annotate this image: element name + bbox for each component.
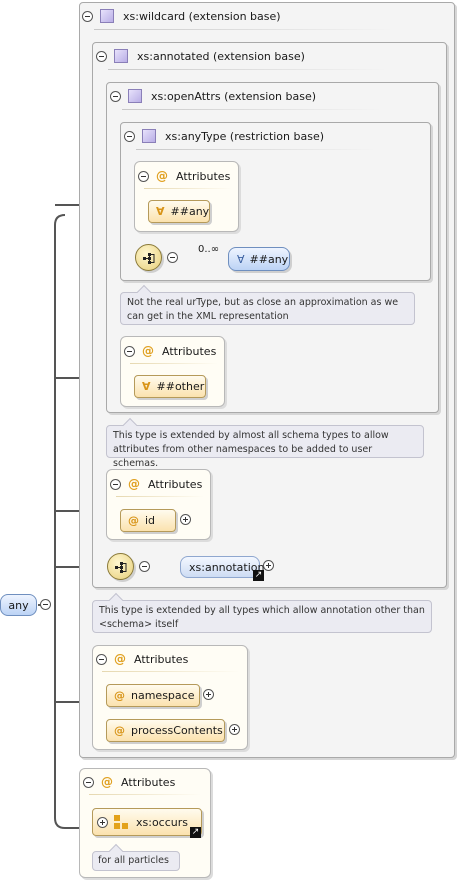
id-attribute-expand-button[interactable]	[180, 514, 191, 525]
openattrs-title-underline	[122, 109, 382, 110]
any-attributes-label: Attributes	[121, 775, 176, 789]
annotation-element[interactable]: xs:annotation	[180, 556, 265, 578]
sequence-collapse-button[interactable]	[167, 252, 178, 263]
wildcard-attributes-header: @ Attributes	[96, 651, 188, 667]
any-attributes-collapse-button[interactable]	[83, 776, 94, 788]
attribute-at-icon: @	[142, 344, 154, 358]
openattrs-attributes-header: @ Attributes	[124, 343, 216, 359]
processcontents-attribute[interactable]: @ processContents	[106, 719, 225, 742]
processcontents-expand-button[interactable]	[229, 724, 240, 735]
namespace-attribute[interactable]: @ namespace	[106, 684, 200, 707]
wildcard-title-underline	[94, 29, 394, 30]
anytype-attributes-underline	[144, 188, 232, 189]
any-attributes-note: for all particles	[92, 851, 180, 871]
annotated-attributes-underline	[116, 496, 204, 497]
reference-link-icon[interactable]: ↗	[190, 827, 201, 838]
root-element-any[interactable]: any	[0, 594, 37, 616]
openattrs-title-row: xs:openAttrs (extension base)	[110, 88, 316, 104]
annotated-title-underline	[108, 69, 388, 70]
openattrs-collapse-button[interactable]	[110, 90, 121, 102]
occurs-group-label: xs:occurs	[136, 815, 188, 829]
attribute-at-icon: @	[114, 724, 125, 737]
any-attribute-icon: ∀	[142, 380, 151, 393]
id-attribute[interactable]: @ id	[120, 509, 176, 532]
any-attribute-label: ##any	[170, 205, 210, 218]
complex-type-icon	[128, 89, 142, 103]
occurs-attribute-group[interactable]: xs:occurs	[92, 808, 202, 836]
vertical-trunk	[54, 214, 66, 829]
attribute-at-icon: @	[101, 775, 113, 789]
openattrs-note-text: This type is extended by almost all sche…	[113, 430, 389, 469]
wildcard-title: xs:wildcard (extension base)	[123, 9, 281, 23]
annotation-element-label: xs:annotation	[189, 560, 265, 574]
attribute-at-icon: @	[114, 652, 126, 666]
any-attributes-note-text: for all particles	[98, 855, 169, 866]
any-element-wildcard[interactable]: ∀ ##any	[228, 247, 290, 271]
annotated-attributes-header: @ Attributes	[110, 476, 202, 492]
openattrs-attributes-underline	[130, 363, 218, 364]
annotated-attributes-collapse-button[interactable]	[110, 478, 121, 490]
attribute-group-icon	[114, 815, 128, 829]
namespace-expand-button[interactable]	[203, 689, 214, 700]
annotated-title-row: xs:annotated (extension base)	[96, 48, 305, 64]
other-attribute-wildcard[interactable]: ∀ ##other	[134, 375, 206, 398]
complex-type-icon	[100, 9, 114, 23]
attribute-at-icon: @	[128, 514, 139, 527]
annotated-attributes-label: Attributes	[148, 477, 203, 491]
annotation-expand-button[interactable]	[263, 560, 274, 571]
annotated-collapse-button[interactable]	[96, 50, 107, 62]
any-attribute-wildcard[interactable]: ∀ ##any	[148, 200, 210, 223]
id-attribute-label: id	[145, 514, 156, 527]
openattrs-annotation-note: This type is extended by almost all sche…	[106, 425, 424, 469]
openattrs-title: xs:openAttrs (extension base)	[151, 89, 317, 103]
any-element-label: ##any	[249, 252, 289, 266]
wildcard-title-row: xs:wildcard (extension base)	[82, 8, 281, 24]
anytype-attributes-header: @ Attributes	[138, 168, 230, 184]
anytype-annotation-note: Not the real urType, but as close an app…	[120, 292, 415, 325]
root-label: any	[8, 598, 29, 612]
anytype-attributes-label: Attributes	[176, 169, 231, 183]
any-attributes-underline	[89, 794, 201, 795]
annotated-annotation-note: This type is extended by all types which…	[92, 600, 432, 633]
occurs-expand-button[interactable]	[97, 816, 108, 828]
openattrs-attributes-label: Attributes	[162, 344, 217, 358]
processcontents-attribute-label: processContents	[131, 724, 223, 737]
any-attributes-header: @ Attributes	[83, 774, 175, 790]
sequence-glyph	[143, 253, 155, 264]
anytype-title-underline	[136, 149, 376, 150]
attribute-at-icon: @	[156, 169, 168, 183]
openattrs-attributes-collapse-button[interactable]	[124, 345, 135, 357]
occurrence-label: 0..∞	[198, 244, 220, 255]
attribute-at-icon: @	[128, 477, 140, 491]
annotated-note-text: This type is extended by all types which…	[99, 605, 425, 630]
wildcard-collapse-button[interactable]	[82, 10, 93, 22]
other-attribute-label: ##other	[156, 380, 205, 393]
anytype-note-text: Not the real urType, but as close an app…	[127, 297, 399, 322]
sequence-compositor-icon[interactable]	[135, 244, 162, 271]
root-collapse-button[interactable]	[40, 599, 51, 610]
sequence-glyph	[115, 562, 127, 573]
sequence-compositor-icon[interactable]	[107, 553, 134, 580]
any-element-icon: ∀	[237, 252, 245, 266]
anytype-collapse-button[interactable]	[124, 130, 135, 142]
sequence-collapse-button[interactable]	[139, 561, 150, 572]
anytype-title-row: xs:anyType (restriction base)	[124, 128, 324, 144]
anytype-attributes-collapse-button[interactable]	[138, 170, 149, 182]
reference-link-icon[interactable]: ↗	[253, 570, 264, 581]
complex-type-icon	[114, 49, 128, 63]
wildcard-attributes-underline	[102, 671, 240, 672]
wildcard-attributes-label: Attributes	[134, 652, 189, 666]
anytype-title: xs:anyType (restriction base)	[165, 129, 325, 143]
any-attribute-icon: ∀	[156, 205, 165, 218]
attribute-at-icon: @	[114, 689, 125, 702]
wildcard-attributes-collapse-button[interactable]	[96, 653, 107, 665]
namespace-attribute-label: namespace	[131, 689, 195, 702]
annotated-title: xs:annotated (extension base)	[137, 49, 305, 63]
complex-type-icon	[142, 129, 156, 143]
